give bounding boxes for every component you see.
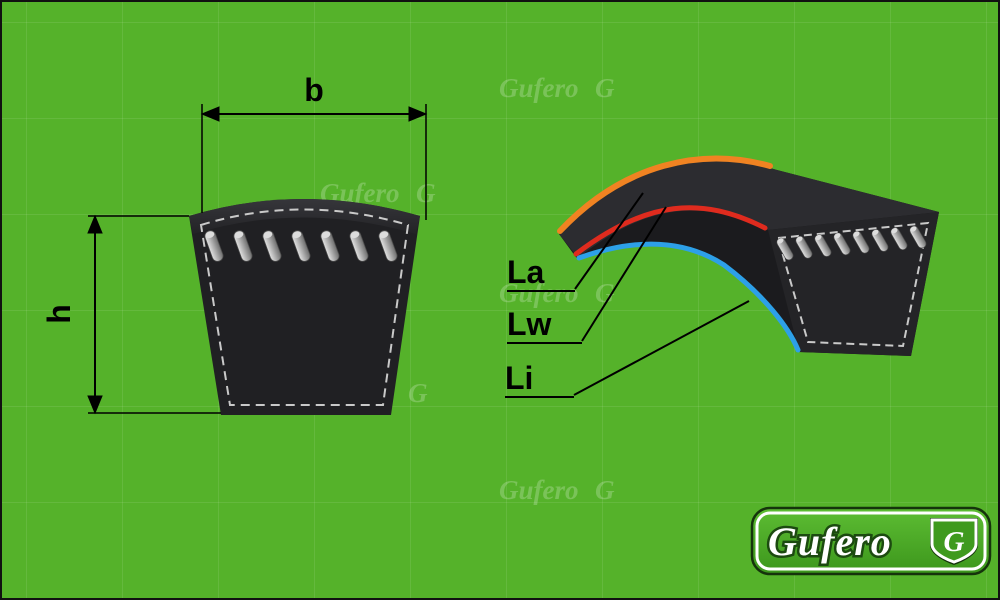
belt-3d-end-face <box>768 212 939 356</box>
logo-shield-body <box>930 518 978 564</box>
watermark-text: Gufero <box>499 475 579 505</box>
dimension-width-b: b <box>200 72 428 220</box>
logo-monogram: G <box>944 526 965 558</box>
label-lw-leader <box>581 206 667 342</box>
length-labels: La Lw Li <box>505 192 750 398</box>
belt-3d-top-surface <box>559 160 939 258</box>
belt-cross-section <box>189 199 420 415</box>
dim-h-label: h <box>41 304 77 324</box>
tension-cords-right <box>776 225 927 261</box>
label-lw: Lw <box>507 306 552 342</box>
belt-cross-section-dashed-outline <box>199 208 410 406</box>
belt-3d-view <box>557 155 939 356</box>
stripe-lw <box>573 205 768 257</box>
logo-brand-text: Gufero <box>768 519 892 564</box>
stripe-la <box>557 155 773 234</box>
label-la-leader <box>574 192 644 290</box>
logo-badge-inner-border <box>755 511 987 571</box>
watermark-monogram: G <box>595 278 615 308</box>
watermark-text: Gufero <box>499 73 579 103</box>
brand-logo: Gufero G <box>750 506 992 576</box>
dim-b-arrow-right <box>408 106 428 122</box>
watermark-monogram: G <box>595 73 615 103</box>
watermark-text: Gufero <box>499 278 579 308</box>
dim-h-arrow-bottom <box>87 395 103 415</box>
label-la: La <box>507 254 545 290</box>
watermark-monogram: G <box>595 475 615 505</box>
logo-shield: G <box>930 518 978 565</box>
dim-b-label: b <box>304 72 324 108</box>
label-li: Li <box>505 360 533 396</box>
label-li-leader <box>573 300 750 396</box>
stripe-li <box>576 241 801 353</box>
tension-cords-left <box>204 230 398 262</box>
watermark-monogram: G <box>408 378 428 408</box>
belt-3d-end-face-dashed-outline <box>776 221 930 348</box>
dim-b-arrow-left <box>200 106 220 122</box>
dimension-height-h: h <box>41 214 221 415</box>
dim-h-arrow-top <box>87 214 103 234</box>
belt-cross-section-top-surface <box>189 199 420 234</box>
